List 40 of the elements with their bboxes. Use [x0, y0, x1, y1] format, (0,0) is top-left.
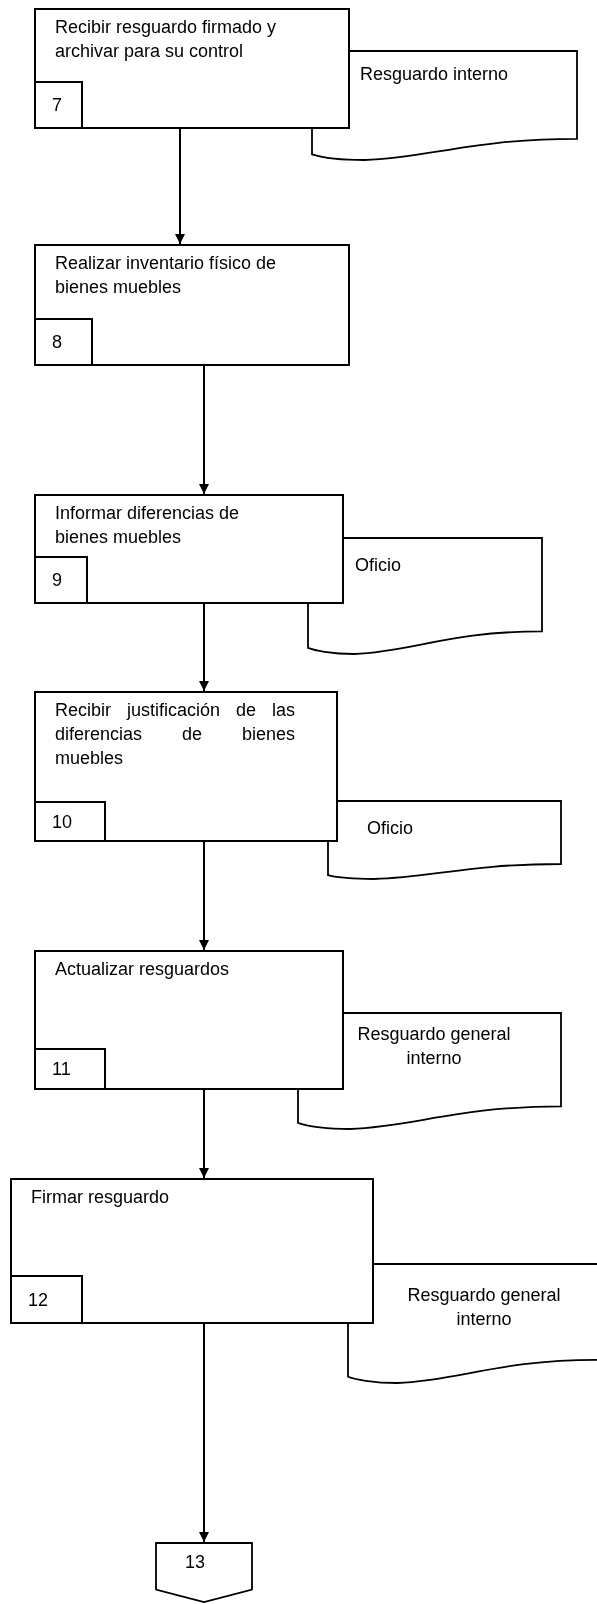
arrow: [199, 841, 209, 951]
process-box: [10, 1178, 374, 1324]
arrow: [199, 603, 209, 692]
process-box: [34, 244, 350, 366]
document-label: Resguardo general interno: [356, 1023, 512, 1070]
arrow: [175, 128, 185, 245]
arrow: [199, 1089, 209, 1179]
process-box: [34, 494, 344, 604]
step-label: Recibir justificación de las diferencias de bienes muebles: [55, 699, 295, 770]
document-shape: [347, 1263, 597, 1384]
step-number: 8: [52, 331, 62, 354]
step-label: Actualizar resguardos: [55, 958, 231, 981]
step-number: 12: [28, 1288, 49, 1312]
document-shape: [327, 800, 562, 880]
step-number: 9: [52, 569, 62, 592]
step-label: Informar diferencias de bienes muebles: [55, 502, 241, 549]
step-number: 13: [185, 1551, 207, 1574]
step-number-box: [34, 318, 93, 366]
arrow: [199, 1323, 209, 1543]
process-box: [34, 691, 338, 842]
process-box: [34, 8, 350, 129]
step-number-box: [34, 81, 83, 129]
step-number-box: [34, 1048, 106, 1090]
step-label: Recibir resguardo firmado y archivar para su control: [55, 16, 278, 63]
document-label: Oficio: [367, 817, 414, 840]
step-label: Realizar inventario físico de bienes muebles: [55, 252, 278, 299]
step-number: 11: [52, 1058, 71, 1081]
step-number-box: [10, 1275, 83, 1324]
document-label: Resguardo general interno: [406, 1284, 562, 1331]
step-label: Firmar resguardo: [31, 1186, 171, 1209]
process-box: [34, 950, 344, 1090]
step-number-box: [34, 556, 88, 604]
off-page-connector: [155, 1542, 253, 1603]
step-number-box: [34, 801, 106, 842]
document-label: Resguardo interno: [360, 63, 510, 86]
arrow: [199, 365, 209, 495]
document-label: Oficio: [355, 554, 402, 577]
step-number: 10: [52, 810, 73, 834]
step-number: 7: [52, 94, 62, 117]
document-shape: [307, 537, 543, 655]
